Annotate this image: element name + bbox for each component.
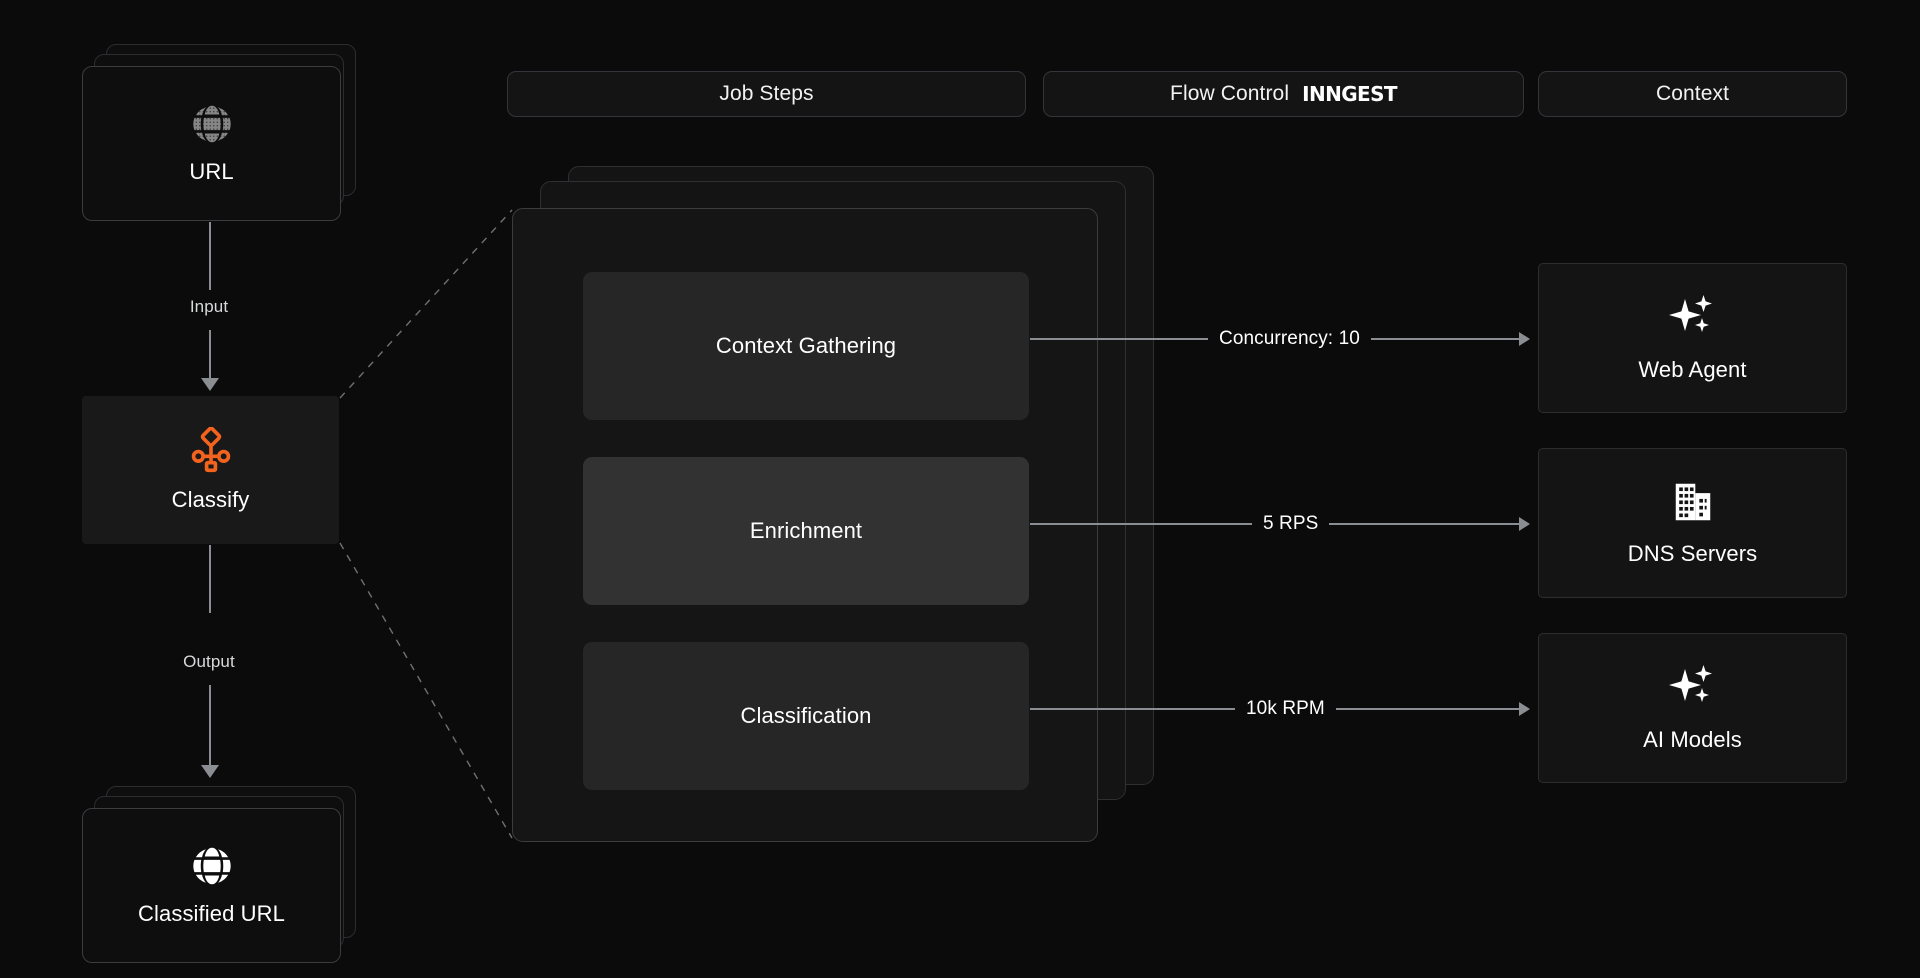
url-card-label: URL <box>189 158 234 184</box>
input-edge-line-bottom <box>209 330 211 380</box>
context-card-label: DNS Servers <box>1627 541 1758 566</box>
flow-edge-line-left <box>1030 338 1208 340</box>
input-edge-line-top <box>209 222 211 290</box>
tab-flow-control[interactable]: Flow Control INNGEST <box>1043 71 1524 117</box>
job-step-enrichment[interactable]: Enrichment <box>583 457 1029 605</box>
sparkles-icon <box>1667 293 1719 341</box>
tab-job-steps-label: Job Steps <box>719 82 814 105</box>
input-edge-arrowhead <box>201 378 219 391</box>
context-card-web-agent[interactable]: Web Agent <box>1538 263 1847 413</box>
flow-edge-concurrency: Concurrency: 10 <box>1030 328 1530 349</box>
job-step-label: Classification <box>740 703 872 728</box>
job-steps-panel: Context Gathering Enrichment Classificat… <box>512 208 1098 842</box>
input-edge-label: Input <box>189 297 229 316</box>
flow-edge-line-left <box>1030 708 1235 710</box>
inngest-logo-text: INNGEST <box>1302 82 1397 106</box>
job-steps-panel-stack[interactable]: Context Gathering Enrichment Classificat… <box>512 166 1154 842</box>
job-step-label: Context Gathering <box>715 333 897 358</box>
output-edge-arrowhead <box>201 765 219 778</box>
job-step-label: Enrichment <box>749 518 863 543</box>
classify-node-label: Classify <box>171 487 250 512</box>
url-card-stack[interactable]: URL <box>82 44 357 224</box>
output-edge-line-top <box>209 545 211 613</box>
flow-edge-line-right <box>1329 523 1520 525</box>
classified-url-card-label: Classified URL <box>138 900 285 926</box>
flow-edge-arrowhead <box>1519 517 1530 531</box>
context-card-label: Web Agent <box>1638 357 1747 382</box>
context-card-label: AI Models <box>1643 727 1742 752</box>
url-card[interactable]: URL <box>82 66 341 221</box>
globe-icon <box>191 103 233 145</box>
job-step-context-gathering[interactable]: Context Gathering <box>583 272 1029 420</box>
building-icon <box>1670 479 1716 525</box>
flow-edge-arrowhead <box>1519 332 1530 346</box>
tab-context-label: Context <box>1655 82 1730 105</box>
classified-url-card-stack[interactable]: Classified URL <box>82 786 357 966</box>
flow-edge-line-right <box>1370 338 1520 340</box>
output-edge-line-bottom <box>209 685 211 767</box>
tab-flow-control-label: Flow Control <box>1170 82 1290 105</box>
output-edge-label: Output <box>183 652 235 671</box>
flow-edge-label: 5 RPS <box>1263 513 1319 534</box>
job-step-classification[interactable]: Classification <box>583 642 1029 790</box>
flow-edge-label: 10k RPM <box>1246 698 1325 719</box>
classify-node[interactable]: Classify <box>82 396 339 544</box>
flow-edge-label: Concurrency: 10 <box>1219 328 1360 349</box>
context-card-ai-models[interactable]: AI Models <box>1538 633 1847 783</box>
sparkles-icon <box>1667 663 1719 711</box>
flow-edge-line-left <box>1030 523 1252 525</box>
globe-solid-icon <box>191 845 233 887</box>
tab-context[interactable]: Context <box>1538 71 1847 117</box>
flow-edge-line-right <box>1335 708 1520 710</box>
classify-workflow-icon <box>188 426 234 473</box>
classified-url-card[interactable]: Classified URL <box>82 808 341 963</box>
tab-job-steps[interactable]: Job Steps <box>507 71 1026 117</box>
context-card-dns-servers[interactable]: DNS Servers <box>1538 448 1847 598</box>
flow-edge-rps: 5 RPS <box>1030 513 1530 534</box>
flow-edge-arrowhead <box>1519 702 1530 716</box>
flow-edge-rpm: 10k RPM <box>1030 698 1530 719</box>
